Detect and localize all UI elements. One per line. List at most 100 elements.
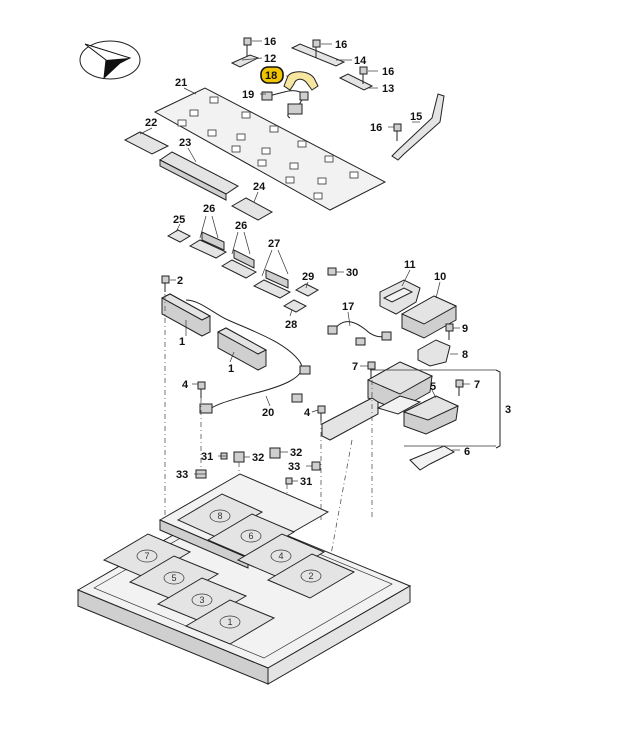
callout-7: 7 (474, 379, 480, 391)
module-4 (236, 533, 326, 579)
callout-9: 9 (462, 323, 468, 335)
part-19-cable (261, 90, 309, 119)
part-20-wiring-harness (185, 299, 311, 414)
callout-1: 1 (179, 336, 185, 348)
part-10-cover (400, 295, 458, 339)
callout-33: 33 (288, 461, 300, 473)
module-3 (156, 577, 248, 623)
group-bracket-3 (495, 369, 501, 449)
callout-6: 6 (464, 446, 470, 458)
callout-31: 31 (201, 451, 213, 463)
callout-23: 23 (179, 137, 191, 149)
part-25-clip (166, 229, 192, 243)
callout-labels: 1 1 2 3 4 4 5 6 7 7 8 9 10 11 12 13 14 1… (145, 36, 511, 488)
module-number: 7 (144, 551, 149, 561)
part-12-bracket (230, 54, 260, 68)
part-27-busbar (252, 269, 292, 299)
module-5 (128, 555, 220, 601)
module-number: 2 (308, 571, 313, 581)
module-number: 5 (171, 573, 176, 583)
callout-16: 16 (335, 39, 347, 51)
callout-33: 33 (176, 469, 188, 481)
callout-16: 16 (382, 66, 394, 78)
callout-18: 18 (265, 70, 277, 82)
battery-modules (102, 493, 356, 645)
part-5-gasket (376, 395, 422, 415)
part-15-busbar (391, 93, 445, 161)
callout-5: 5 (430, 381, 436, 393)
part-8-bracket (417, 339, 451, 367)
part-14-strip (290, 43, 346, 67)
part-23-rail (159, 151, 239, 201)
part-21-cover-sheet (153, 87, 387, 211)
callout-4: 4 (182, 379, 189, 391)
part-9-bolt (445, 323, 454, 340)
part-7-bolt-left (367, 361, 376, 378)
callout-30: 30 (346, 267, 358, 279)
north-arrow-icon (79, 40, 141, 80)
part-17-harness (327, 321, 392, 346)
callout-31: 31 (300, 476, 312, 488)
callout-11: 11 (404, 259, 416, 271)
part-26-busbars (188, 231, 258, 279)
module-number: 1 (227, 617, 232, 627)
part-6-plate (409, 445, 456, 471)
callout-20: 20 (262, 407, 274, 419)
callout-10: 10 (434, 271, 446, 283)
part-13-strip (338, 73, 374, 91)
callout-32: 32 (252, 452, 264, 464)
callout-2: 2 (177, 275, 183, 287)
callout-8: 8 (462, 349, 468, 361)
callout-29: 29 (302, 271, 314, 283)
callout-16: 16 (370, 122, 382, 134)
callout-7: 7 (352, 361, 358, 373)
callout-15: 15 (410, 111, 422, 123)
module-number: 3 (199, 595, 204, 605)
bolts-16 (243, 37, 402, 141)
module-8 (176, 493, 264, 539)
part-4-bolt-right (317, 405, 326, 422)
callout-24: 24 (253, 181, 266, 193)
callout-26: 26 (235, 220, 247, 232)
callout-27: 27 (268, 238, 280, 250)
callout-21: 21 (175, 77, 187, 89)
callout-3: 3 (505, 404, 511, 416)
module-number: 8 (217, 511, 222, 521)
callout-12: 12 (264, 53, 276, 65)
callout-17: 17 (342, 301, 354, 313)
part-30-bolt (327, 267, 337, 276)
module-number-labels: 1 2 3 4 5 6 7 8 (144, 511, 313, 627)
callout-1: 1 (228, 363, 234, 375)
module-7 (102, 533, 192, 579)
callout-28: 28 (285, 319, 297, 331)
callout-14: 14 (354, 55, 367, 67)
part-4-bolt-left (197, 381, 206, 398)
module-1 (184, 599, 276, 645)
callout-16: 16 (264, 36, 276, 48)
part-1-cover-right (216, 327, 268, 371)
part-24-plate (230, 197, 274, 221)
part-28-bracket (282, 299, 308, 313)
callout-26: 26 (203, 203, 215, 215)
callout-4: 4 (304, 407, 311, 419)
leader-lines (139, 40, 470, 482)
callout-32: 32 (290, 447, 302, 459)
part-11-cover (379, 279, 421, 315)
callout-22: 22 (145, 117, 157, 129)
module-2 (266, 553, 356, 599)
part-22-plate (123, 131, 170, 155)
part-7-bolt-right (455, 379, 464, 396)
alignment-lines (164, 294, 373, 561)
module-6 (206, 513, 296, 559)
part-29-bracket (294, 283, 320, 297)
callout-18-badge (260, 66, 284, 84)
part-18-clip-highlighted (283, 71, 319, 91)
module-number: 6 (248, 531, 253, 541)
callout-25: 25 (173, 214, 185, 226)
callout-13: 13 (382, 83, 394, 95)
callout-19: 19 (242, 89, 254, 101)
part-2-bolt (161, 275, 170, 292)
module-number: 4 (278, 551, 283, 561)
